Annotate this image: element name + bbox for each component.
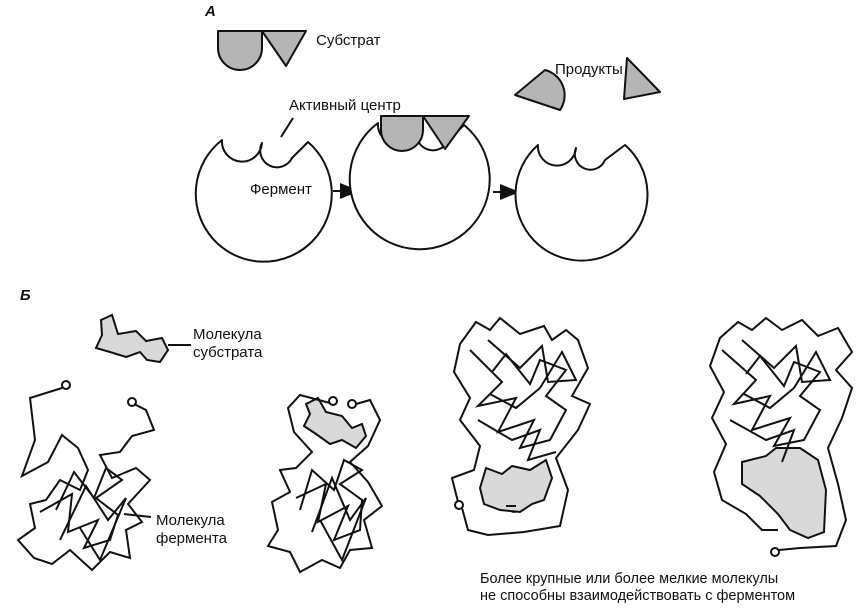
substrate-molecule-label-line-1: Молекула [193,326,262,343]
enzyme-molecule-label-line-1: Молекула [156,512,225,529]
enzyme-shape-released [514,144,649,262]
product-half-disc [514,69,566,111]
enzyme-label: Фермент [250,181,312,198]
substrate-molecule-shape [94,313,170,364]
panel-b-letter: Б [20,287,31,304]
products-label: Продукты [555,61,623,78]
products-shapes [514,57,661,111]
caption-line-1: Более крупные или более мелкие молекулы [480,571,779,587]
caption-line-2: не способны взаимодействовать с ферменто… [480,588,796,604]
enzyme-molecule-folded [266,393,384,574]
enzyme-molecule-mismatch-large [708,316,854,557]
active-site-label: Активный центр [289,97,401,114]
enzyme-molecule-mismatch-small [450,316,592,537]
panel-b [16,313,854,574]
substrate-shape [217,30,307,71]
substrate-label: Субстрат [316,32,381,49]
active-site-pointer [280,117,294,138]
substrate-molecule-label-line-2: субстрата [193,344,263,361]
enzyme-molecule-unfolded [16,380,156,572]
panel-a-letter: А [205,3,216,20]
enzyme-molecule-label-line-2: фермента [156,530,228,547]
panel-a [194,30,661,263]
bound-substrate-shape [380,115,470,152]
product-triangle [623,57,661,100]
enzyme-shape-free [194,139,333,263]
